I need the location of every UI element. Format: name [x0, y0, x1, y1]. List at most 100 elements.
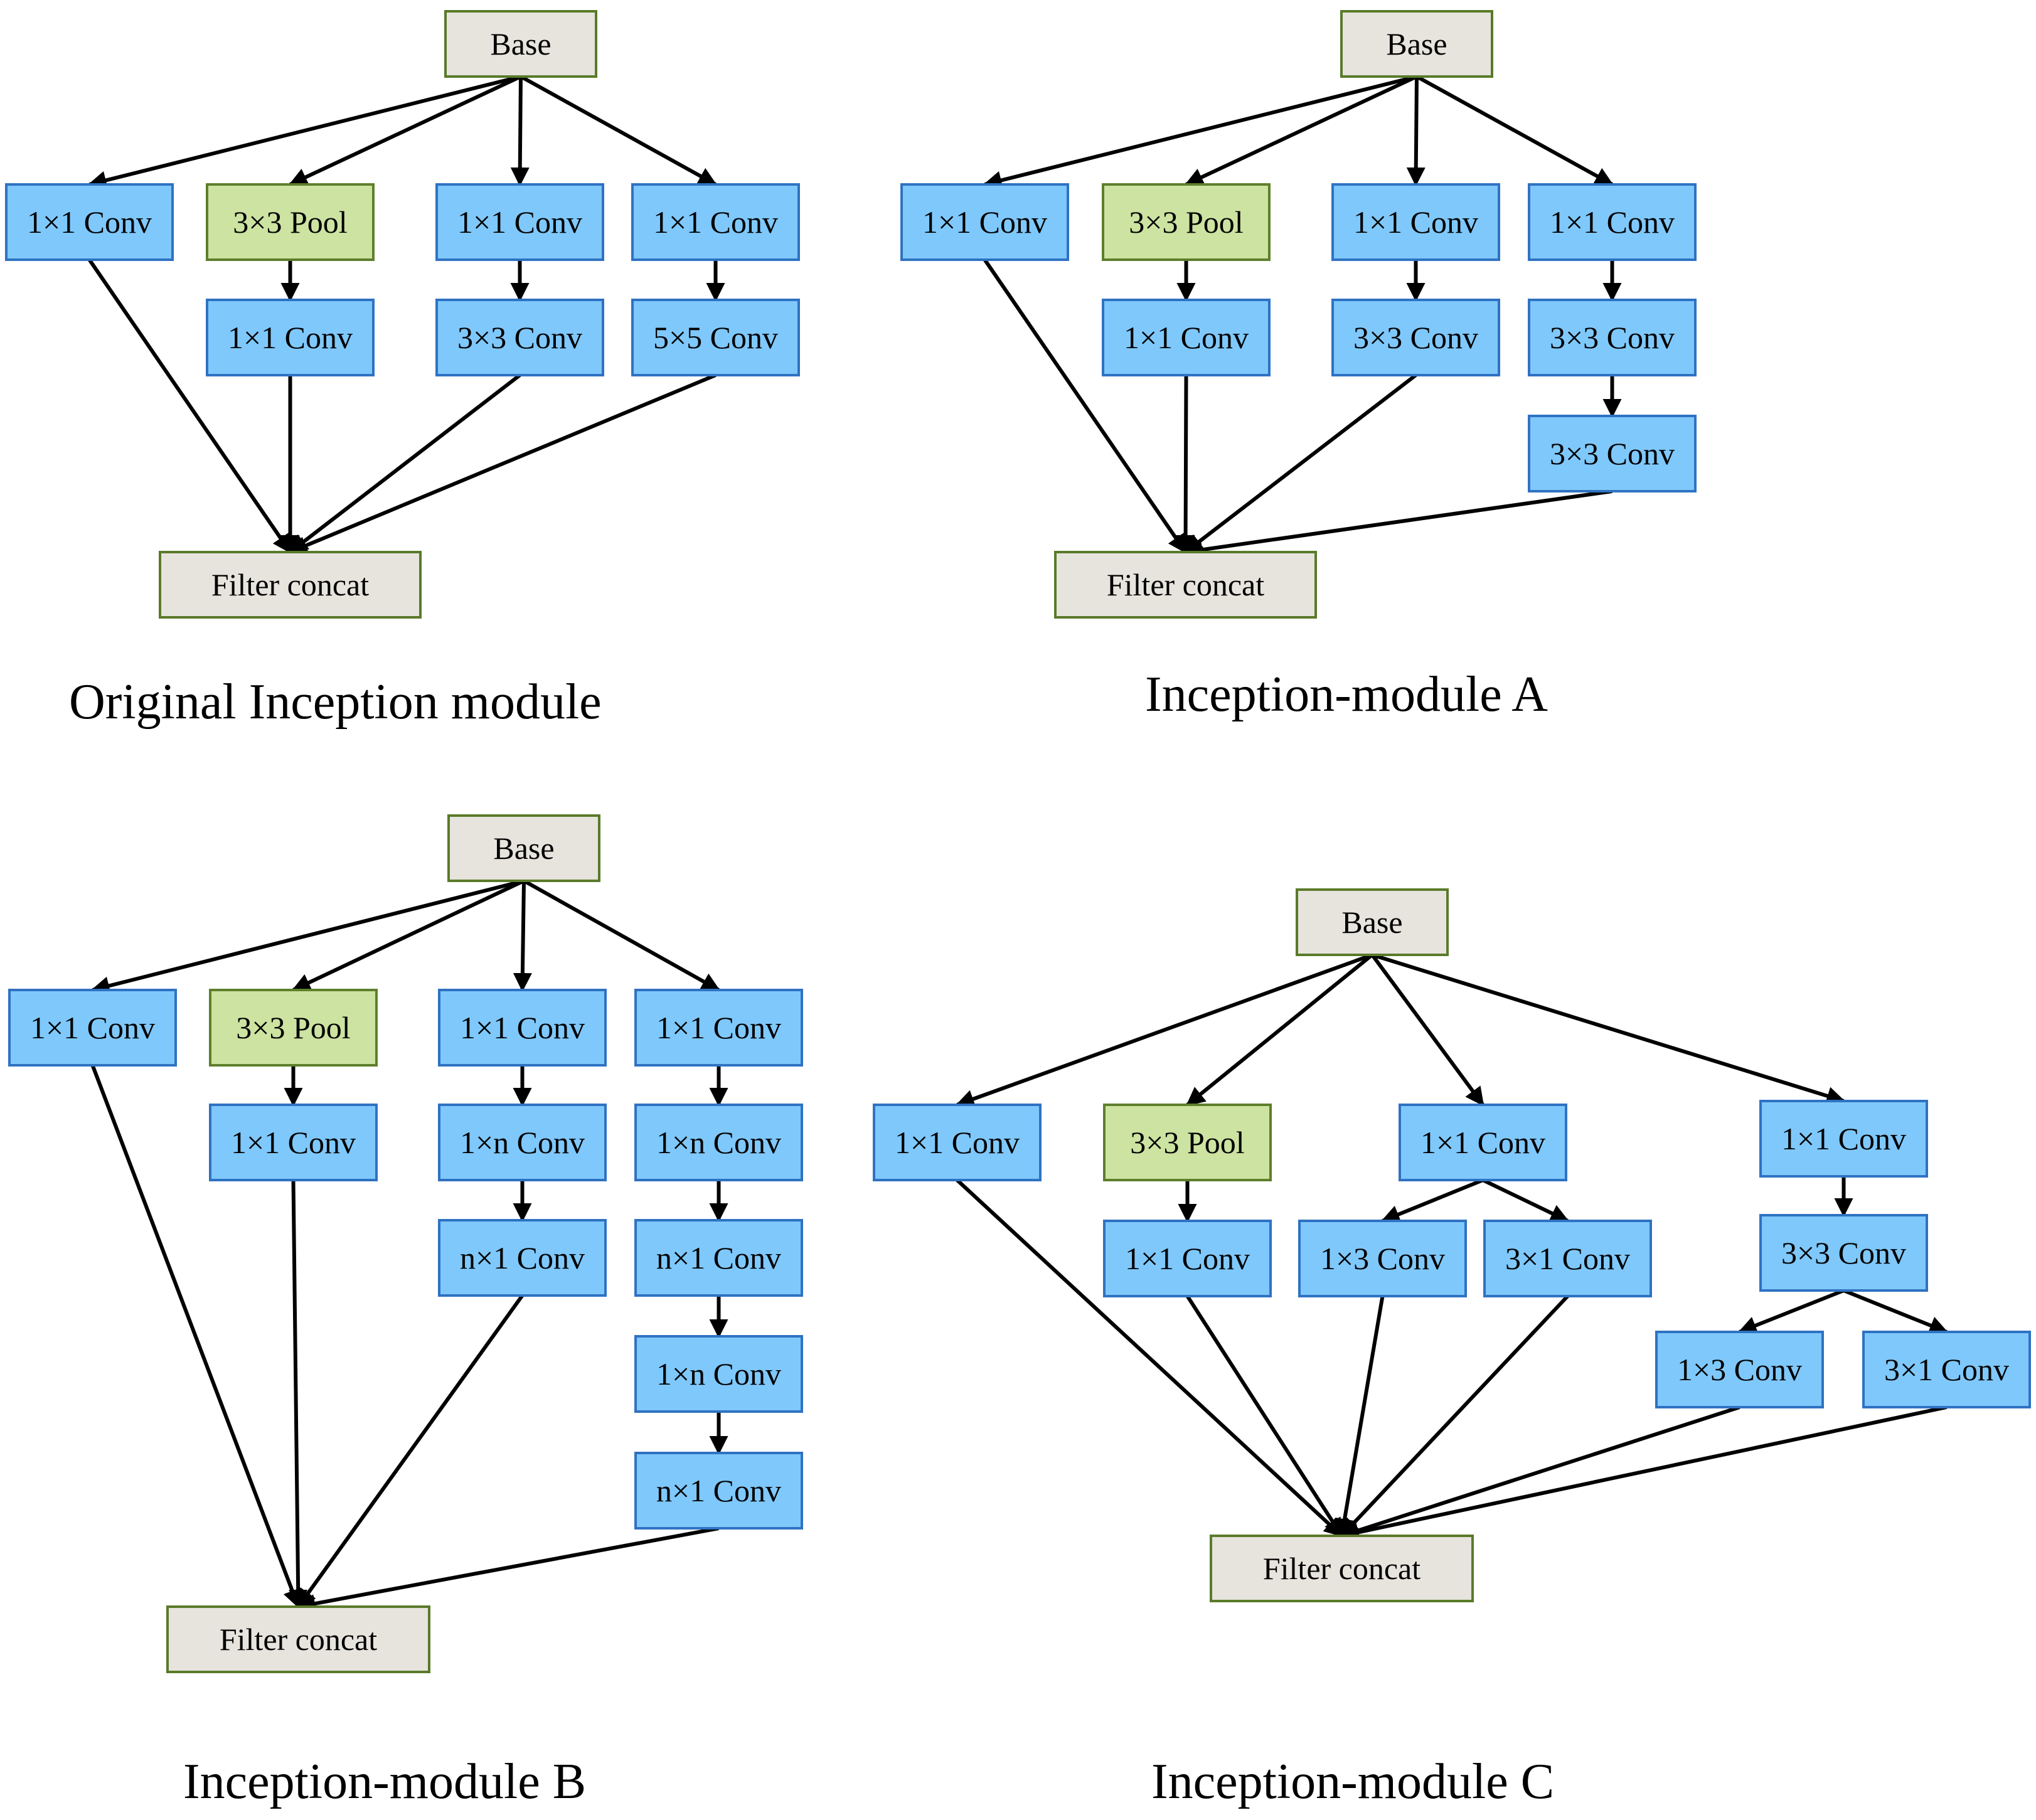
original-node-label-b3c3: 3×3 Conv — [457, 320, 582, 355]
module-a-edge-base-to-pool — [1184, 75, 1418, 186]
module-c-node-box-b4c13 — [1655, 1331, 1824, 1408]
module-b-edge-b3cn1-to-concat — [297, 1294, 524, 1609]
module-a-node-b4c1: 1×1 Conv — [1528, 183, 1697, 261]
module-b-node-label-concat: Filter concat — [220, 1622, 377, 1657]
original-node-label-b4c5: 5×5 Conv — [653, 320, 778, 355]
original-node-box-b4c1 — [631, 183, 800, 261]
module-a-edge-base-to-b3c1 — [1406, 76, 1426, 186]
module-c-edge-b4c31-to-concat — [1340, 1405, 1948, 1542]
original-node-label-b1c1: 1×1 Conv — [27, 205, 152, 240]
module-c-edge-b4c3-to-b4c13 — [1737, 1289, 1845, 1334]
module-a-node-box-b4c3a — [1528, 299, 1697, 376]
module-b-node-box-b3c1 — [438, 989, 607, 1067]
module-b-node-label-b4c1n_b: 1×n Conv — [656, 1356, 781, 1392]
module-c-node-concat: Filter concat — [1210, 1535, 1474, 1602]
module-a-node-box-base — [1340, 10, 1493, 78]
module-a-edge-b4c3b-to-concat — [1183, 489, 1612, 560]
module-a-node-b4c3b: 3×3 Conv — [1528, 415, 1697, 492]
module-b-node-label-b4c1: 1×1 Conv — [656, 1010, 781, 1045]
module-b-node-box-b4cn1_b — [634, 1452, 803, 1530]
module-a-node-base: Base — [1340, 10, 1493, 78]
module-a-node-pool: 3×3 Pool — [1102, 183, 1271, 261]
module-c-node-base: Base — [1296, 888, 1449, 956]
module-a-caption: Inception-module A — [1145, 667, 1548, 722]
module-b-node-label-b3c1: 1×1 Conv — [460, 1010, 585, 1045]
module-b-node-label-b4cn1_b: n×1 Conv — [656, 1473, 781, 1508]
module-c-node-label-b1c1: 1×1 Conv — [895, 1125, 1020, 1160]
module-c-node-box-b3c31 — [1483, 1220, 1652, 1297]
module-b-node-label-b3cn1: n×1 Conv — [460, 1240, 585, 1275]
module-b-node-label-b4cn1_a: n×1 Conv — [656, 1240, 781, 1275]
module-b-node-box-concat — [166, 1605, 430, 1673]
module-b-node-label-b4c1n_a: 1×n Conv — [656, 1125, 781, 1160]
module-a-node-b4c3a: 3×3 Conv — [1528, 299, 1697, 376]
module-c-node-box-pool_c1 — [1103, 1220, 1272, 1297]
module-c-node-box-pool — [1103, 1104, 1272, 1181]
module-c-node-pool_c1: 1×1 Conv — [1103, 1220, 1272, 1297]
module-b-node-pool: 3×3 Pool — [209, 989, 378, 1067]
module-c-edge-b3c13-to-concat — [1335, 1296, 1385, 1538]
module-a-node-label-b4c1: 1×1 Conv — [1550, 205, 1675, 240]
module-b-node-box-b4c1n_b — [634, 1335, 803, 1413]
module-b-edge-pool_c1-to-concat — [289, 1179, 308, 1609]
module-b-node-box-pool — [209, 989, 378, 1067]
module-c-node-b3c13: 1×3 Conv — [1298, 1220, 1467, 1297]
module-b-node-label-base: Base — [493, 831, 554, 866]
module-c-edge-b4c13-to-concat — [1340, 1405, 1740, 1540]
module-c-node-label-pool_c1: 1×1 Conv — [1125, 1241, 1250, 1276]
module-b-edge-base-to-b1c1 — [90, 879, 525, 995]
module-b-node-box-b4c1n_a — [634, 1104, 803, 1181]
original-node-b4c1: 1×1 Conv — [631, 183, 800, 261]
module-b-node-box-b4c1 — [634, 989, 803, 1067]
original-node-box-b3c1 — [435, 183, 604, 261]
module-c-edge-base-to-b4c1 — [1372, 953, 1846, 1105]
original-node-base: Base — [444, 10, 597, 78]
module-c-node-label-pool: 3×3 Pool — [1130, 1125, 1244, 1160]
module-b-node-base: Base — [447, 814, 600, 882]
module-a-edge-base-to-b1c1 — [983, 75, 1417, 190]
module-b-node-b4c1n_b: 1×n Conv — [634, 1335, 803, 1413]
module-a-node-b1c1: 1×1 Conv — [900, 183, 1069, 261]
original-node-concat: Filter concat — [159, 551, 422, 619]
module-a-node-b3c3: 3×3 Conv — [1331, 299, 1500, 376]
module-c-node-b4c3: 3×3 Conv — [1759, 1214, 1928, 1292]
module-a-node-label-concat: Filter concat — [1107, 567, 1264, 602]
module-c-node-label-b3c31: 3×1 Conv — [1505, 1241, 1630, 1276]
module-b-node-box-b3c1n — [438, 1104, 607, 1181]
module-a-node-box-pool_c1 — [1102, 299, 1271, 376]
module-c-node-b4c31: 3×1 Conv — [1862, 1331, 2031, 1408]
module-c-node-b4c13: 1×3 Conv — [1655, 1331, 1824, 1408]
module-b-node-b4c1n_a: 1×n Conv — [634, 1104, 803, 1181]
original-node-label-pool: 3×3 Pool — [233, 205, 347, 240]
module-a-node-box-b1c1 — [900, 183, 1069, 261]
original-node-box-b1c1 — [5, 183, 174, 261]
module-b-node-b3c1: 1×1 Conv — [438, 989, 607, 1067]
original-node-b3c3: 3×3 Conv — [435, 299, 604, 376]
module-b-node-box-b4cn1_a — [634, 1219, 803, 1297]
module-b-node-b1c1: 1×1 Conv — [8, 989, 177, 1067]
module-a-node-label-b4c3b: 3×3 Conv — [1550, 436, 1675, 471]
module-c-node-box-b4c1 — [1759, 1100, 1928, 1178]
original-node-box-base — [444, 10, 597, 78]
module-b-node-box-b1c1 — [8, 989, 177, 1067]
module-b-node-b4cn1_b: n×1 Conv — [634, 1452, 803, 1530]
original-node-box-b4c5 — [631, 299, 800, 376]
module-a-edge-base-to-b4c1 — [1415, 75, 1614, 186]
original-node-pool: 3×3 Pool — [206, 183, 375, 261]
module-c-node-box-base — [1296, 888, 1449, 956]
module-b-node-box-base — [447, 814, 600, 882]
module-b-edge-base-to-b3c1 — [513, 880, 532, 992]
module-a-node-box-b4c3b — [1528, 415, 1697, 492]
module-c-node-box-b3c13 — [1298, 1220, 1467, 1297]
module-c-edge-b4c3-to-b4c31 — [1843, 1289, 1949, 1334]
original-node-label-base: Base — [490, 26, 551, 61]
module-a-node-label-b1c1: 1×1 Conv — [922, 205, 1047, 240]
module-b-node-label-b3c1n: 1×n Conv — [460, 1125, 585, 1160]
module-c-node-box-b4c31 — [1862, 1331, 2031, 1408]
module-a-node-label-b3c1: 1×1 Conv — [1353, 205, 1478, 240]
module-a-node-b3c1: 1×1 Conv — [1331, 183, 1500, 261]
module-c-edge-b1c1-to-concat — [956, 1178, 1343, 1538]
module-c-node-box-b4c3 — [1759, 1214, 1928, 1292]
module-c-node-label-concat: Filter concat — [1263, 1551, 1420, 1586]
module-a-node-label-pool_c1: 1×1 Conv — [1124, 320, 1249, 355]
